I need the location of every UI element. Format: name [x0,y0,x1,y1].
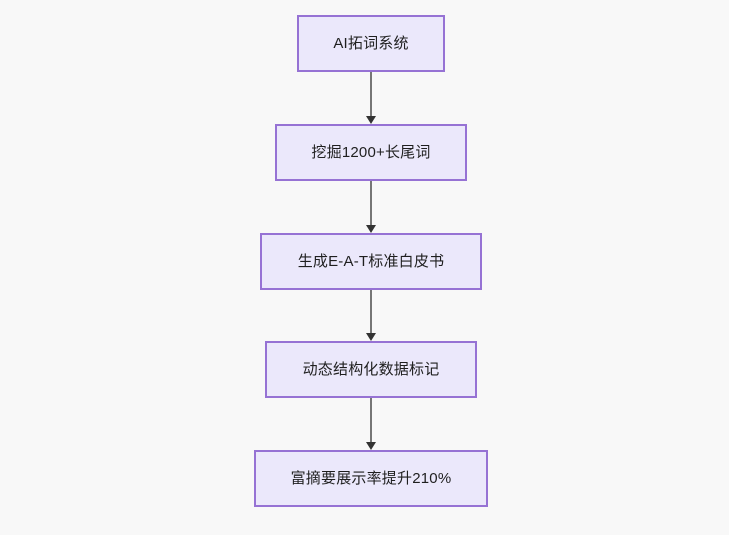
edge-n2-n3 [370,181,372,225]
arrowhead-n3-n4 [366,333,376,341]
flow-node-label: AI拓词系统 [333,34,409,52]
arrowhead-n4-n5 [366,442,376,450]
flow-node-label: 动态结构化数据标记 [302,360,440,378]
arrowhead-n2-n3 [366,225,376,233]
edge-n3-n4 [370,290,372,333]
flow-node-label: 挖掘1200+长尾词 [311,143,431,161]
flow-node-dynamic-structured-data-markup[interactable]: 动态结构化数据标记 [265,341,477,398]
flow-node-generate-eat-whitepaper[interactable]: 生成E-A-T标准白皮书 [260,233,482,290]
flow-node-label: 生成E-A-T标准白皮书 [297,252,445,270]
flow-node-mine-longtail-keywords[interactable]: 挖掘1200+长尾词 [275,124,467,181]
arrowhead-n1-n2 [366,116,376,124]
flow-node-ai-keyword-system[interactable]: AI拓词系统 [297,15,445,72]
edge-n4-n5 [370,398,372,442]
flow-node-label: 富摘要展示率提升210% [290,469,452,487]
edge-n1-n2 [370,72,372,116]
flow-node-rich-snippet-impression-lift[interactable]: 富摘要展示率提升210% [254,450,488,507]
